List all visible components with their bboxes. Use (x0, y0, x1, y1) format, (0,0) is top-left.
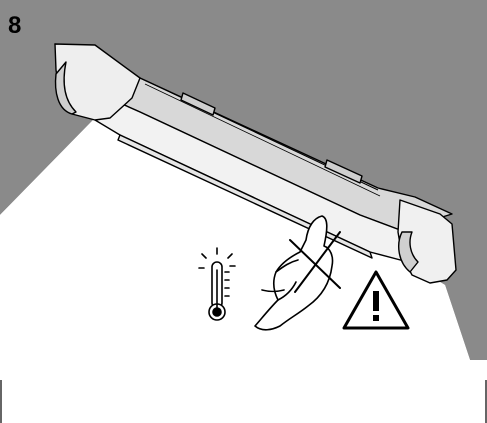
prohibited-cross-icon (289, 231, 341, 293)
hand-touch-icon (254, 215, 334, 331)
light-cone (0, 118, 487, 423)
thermometer-hot-icon (198, 247, 236, 321)
light-fixture (54, 43, 457, 284)
warning-triangle-icon (342, 270, 410, 330)
step-number: 8 (8, 12, 22, 39)
